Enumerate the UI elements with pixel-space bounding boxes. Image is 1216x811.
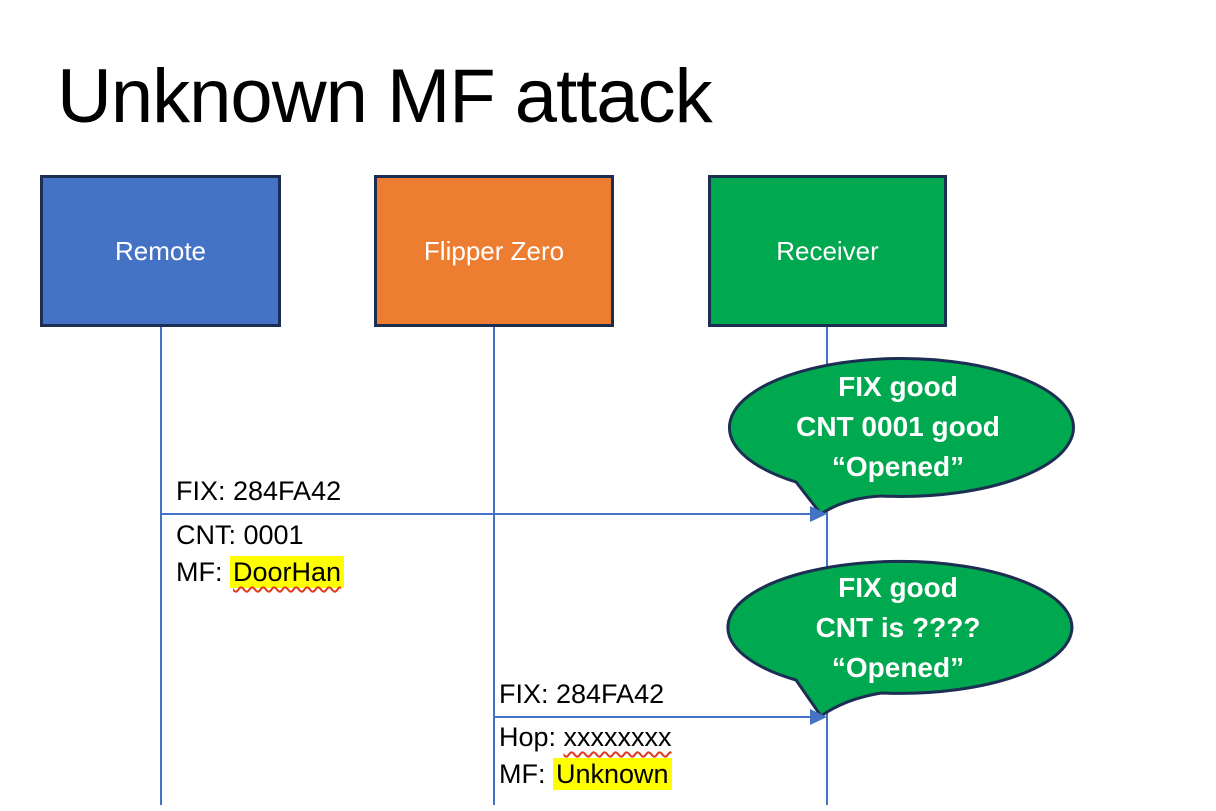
message2-mf-value-highlighted: Unknown — [553, 758, 672, 790]
message1-line3-prefix: MF: — [176, 557, 230, 587]
receiver-callout-bubble-1 — [728, 357, 1075, 516]
callout1-line3: “Opened” — [831, 451, 965, 482]
actor-box-flipper-zero: Flipper Zero — [374, 175, 614, 327]
message1-line2: CNT: 0001 — [176, 520, 304, 550]
message-arrow-remote-to-receiver — [161, 506, 827, 522]
message-arrow-flipper-to-receiver — [494, 709, 827, 725]
message1-line1: FIX: 284FA42 — [176, 476, 342, 506]
message2-hop-value: xxxxxxxx — [563, 722, 672, 752]
actor-box-remote: Remote — [40, 175, 281, 327]
actor-label-remote: Remote — [114, 235, 207, 266]
arrowhead-2 — [810, 709, 827, 725]
callout2-line2: CNT is ???? — [815, 612, 981, 643]
message2-line2: Hop: xxxxxxxx — [499, 720, 672, 754]
message1-mf-value-highlighted: DoorHan — [230, 556, 345, 588]
actor-box-receiver: Receiver — [708, 175, 947, 327]
callout1-line2: CNT 0001 good — [796, 411, 1000, 442]
arrowhead-1 — [810, 506, 827, 522]
callout1-line1: FIX good — [838, 371, 958, 402]
message2-line3-prefix: MF: — [499, 759, 553, 789]
callout2-text: FIX good CNT is ???? “Opened” — [726, 568, 1070, 688]
message1-line3: MF: DoorHan — [176, 555, 345, 589]
callout2-line3: “Opened” — [831, 652, 965, 683]
slide-title: Unknown MF attack — [57, 53, 713, 139]
message2-line1: FIX: 284FA42 — [499, 679, 665, 709]
receiver-callout-bubble-2 — [726, 559, 1074, 718]
actor-label-flipper-zero: Flipper Zero — [423, 235, 565, 266]
message2-line2-prefix: Hop: — [499, 722, 564, 752]
callout1-text: FIX good CNT 0001 good “Opened” — [726, 367, 1070, 487]
callout2-line1: FIX good — [838, 572, 958, 603]
message2-line3: MF: Unknown — [499, 757, 672, 791]
actor-label-receiver: Receiver — [776, 235, 879, 266]
